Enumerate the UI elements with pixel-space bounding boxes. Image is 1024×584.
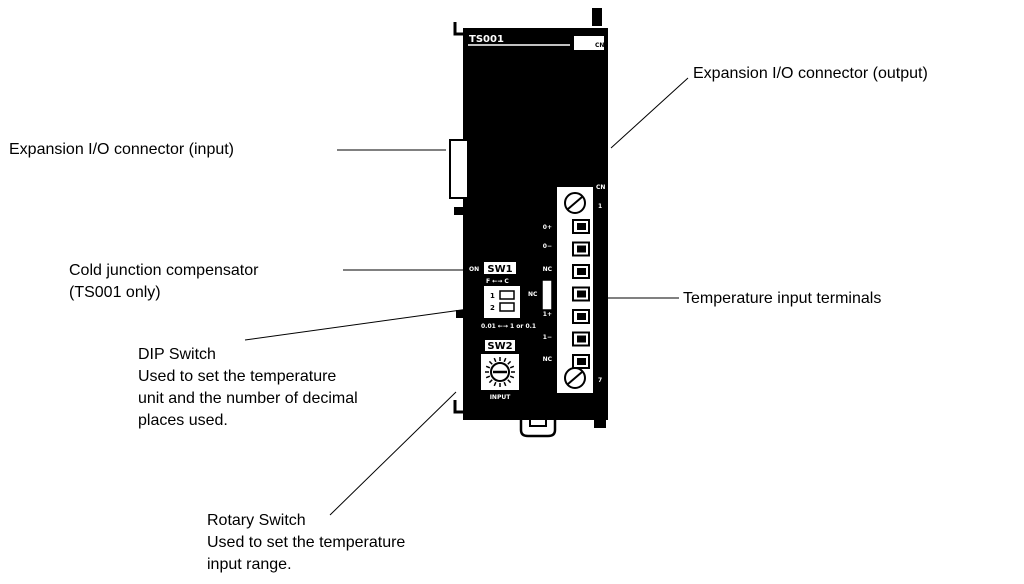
- terminal-number-7: 7: [598, 377, 602, 384]
- callout-temp-terminals: Temperature input terminals: [683, 290, 882, 307]
- rotary-tick: [509, 365, 515, 369]
- callout-cold-junction-line2: (TS001 only): [69, 284, 161, 301]
- rotary-tick: [493, 381, 497, 387]
- terminal-label: NC: [543, 356, 553, 363]
- sw1-label: SW1: [487, 264, 512, 275]
- callout-dip-desc2: unit and the number of decimal: [138, 390, 358, 407]
- bottom-latch: [453, 400, 466, 414]
- callout-output-connector: Expansion I/O connector (output): [693, 65, 928, 82]
- top-label-box: [574, 36, 604, 50]
- terminal-label: 0−: [543, 243, 552, 250]
- terminal-label: 1−: [543, 334, 552, 341]
- sw2-label-box: [485, 340, 515, 351]
- rotary-tick: [507, 360, 512, 365]
- side-clip: [454, 207, 464, 215]
- terminal-label: 1+: [543, 311, 552, 318]
- rotary-ticks: [485, 357, 515, 387]
- model-label: TS001: [469, 34, 504, 45]
- din-rail-hook: [519, 420, 557, 438]
- sw1-decimal-label: 0.01 ←→ 1 or 0.1: [481, 323, 536, 330]
- dip-pin-label-1: 1: [490, 292, 495, 300]
- rotary-tick: [507, 379, 512, 384]
- sw1-range-label: F ←→ C: [486, 278, 509, 285]
- rotary-tick: [488, 360, 493, 365]
- top-label: CN: [595, 42, 604, 49]
- callout-input-connector: Expansion I/O connector (input): [9, 141, 235, 158]
- terminal-screw: [577, 313, 586, 320]
- callout-rotary-desc2: input range.: [207, 556, 292, 573]
- terminal-slots: [572, 219, 590, 369]
- terminal-label: 0+: [543, 224, 552, 231]
- sw2-label: SW2: [487, 341, 512, 352]
- rotary-tick: [485, 375, 491, 379]
- callout-rotary-desc1: Used to set the temperature: [207, 534, 406, 551]
- rotary-tick: [485, 365, 491, 369]
- leader-dip: [244, 306, 484, 341]
- callout-dip-desc3: places used.: [138, 412, 228, 429]
- rotary-tick: [503, 381, 507, 387]
- terminal-screw: [577, 335, 586, 343]
- callout-cold-junction-line1: Cold junction compensator: [69, 262, 259, 279]
- terminal-label: NC: [543, 266, 553, 273]
- bottom-hinge: [594, 412, 606, 428]
- top-hinge: [592, 8, 602, 26]
- leader-rotary: [329, 391, 457, 516]
- rotary-tick: [493, 357, 497, 363]
- terminal-screw: [577, 268, 586, 275]
- rotary-tick: [509, 375, 515, 379]
- right-rib: [596, 380, 606, 390]
- sw1-on-label: ON: [469, 266, 479, 273]
- callout-dip-desc1: Used to set the temperature: [138, 368, 337, 385]
- rotary-tick: [488, 379, 493, 384]
- cn-label: CN: [596, 184, 605, 191]
- terminal-screw: [577, 358, 586, 365]
- callout-rotary-title: Rotary Switch: [207, 512, 306, 529]
- rotary-tick: [503, 357, 507, 363]
- sw2-input-label: INPUT: [490, 394, 512, 401]
- side-clip: [456, 310, 466, 318]
- input-connector-shape: [449, 139, 469, 199]
- right-rib: [596, 200, 606, 210]
- leader-output: [610, 77, 689, 149]
- terminal-labels: 0+ 0− NC 1+ 1− NC: [543, 224, 553, 363]
- terminal-screw: [577, 223, 586, 230]
- terminal-number-1: 1: [598, 203, 602, 210]
- nc-side-label: NC: [528, 291, 538, 298]
- terminal-screw: [577, 290, 586, 298]
- terminal-screw: [577, 245, 586, 253]
- dip-pin-2: [499, 302, 515, 312]
- callout-dip-title: DIP Switch: [138, 346, 216, 363]
- top-latch: [453, 22, 466, 36]
- cold-junction-compensator: [541, 279, 553, 311]
- dip-pin-label-2: 2: [490, 304, 495, 312]
- sw1-label-box: [484, 262, 516, 274]
- dip-pin-1: [499, 290, 515, 300]
